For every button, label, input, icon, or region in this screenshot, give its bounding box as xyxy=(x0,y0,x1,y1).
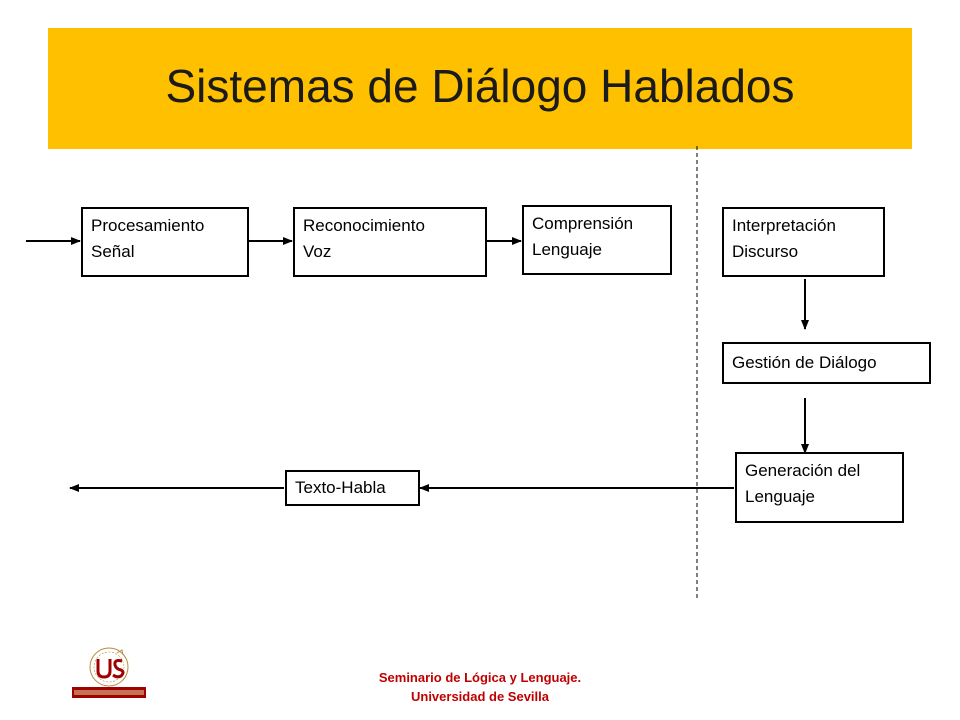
node-reconocimiento-line1: Reconocimiento xyxy=(303,216,425,235)
node-generacion-line1: Generación del xyxy=(745,461,861,480)
node-interpretacion-line1: Interpretación xyxy=(732,216,836,235)
node-generacion-lenguaje: Generación del Lenguaje xyxy=(735,452,904,523)
universidad-de-sevilla-logo xyxy=(72,647,146,698)
footer: Seminario de Lógica y Lenguaje. Universi… xyxy=(0,668,960,706)
node-reconocimiento-line2: Voz xyxy=(303,242,332,261)
node-texto-habla: Texto-Habla xyxy=(285,470,420,506)
node-interpretacion-line2: Discurso xyxy=(732,242,799,261)
node-procesamiento-line2: Señal xyxy=(91,242,135,261)
title-bar: Sistemas de Diálogo Hablados xyxy=(48,28,912,149)
node-generacion-line2: Lenguaje xyxy=(745,487,815,506)
node-texto-habla-label: Texto-Habla xyxy=(295,478,386,497)
node-reconocimiento-voz: Reconocimiento Voz xyxy=(293,207,487,277)
node-gestion-dialogo: Gestión de Diálogo xyxy=(722,342,931,384)
slide-title: Sistemas de Diálogo Hablados xyxy=(165,59,795,112)
node-comprension-lenguaje: Comprensión Lenguaje xyxy=(522,205,672,275)
node-interpretacion-discurso: Interpretación Discurso xyxy=(722,207,885,277)
footer-line1: Seminario de Lógica y Lenguaje. xyxy=(378,670,582,685)
node-comprension-line2: Lenguaje xyxy=(532,240,602,259)
node-gestion-label: Gestión de Diálogo xyxy=(732,353,877,372)
node-procesamiento-line1: Procesamiento xyxy=(91,216,205,235)
footer-line2: Universidad de Sevilla xyxy=(410,689,549,704)
node-procesamiento-senal: Procesamiento Señal xyxy=(81,207,249,277)
node-comprension-line1: Comprensión xyxy=(532,214,634,233)
